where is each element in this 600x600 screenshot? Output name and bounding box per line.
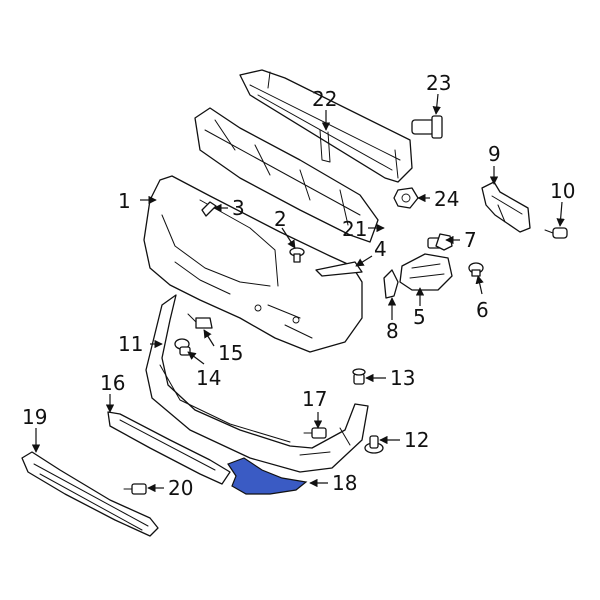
callout-14: 14 [196, 366, 221, 390]
part-13-clip[interactable] [352, 368, 366, 385]
callout-6: 6 [476, 298, 489, 322]
callout-18: 18 [332, 471, 357, 495]
callout-10: 10 [550, 179, 575, 203]
part-21-energy-absorber[interactable] [194, 107, 379, 243]
part-1-bumper-cover[interactable] [143, 175, 363, 353]
leader-lines [31, 93, 565, 493]
callout-13: 13 [390, 366, 415, 390]
callout-3: 3 [232, 196, 245, 220]
callout-17: 17 [302, 387, 327, 411]
part-8-deflector[interactable] [383, 269, 399, 299]
part-11-lower-valance[interactable] [145, 294, 369, 473]
part-23-bolt[interactable] [411, 115, 443, 139]
callout-11: 11 [118, 332, 143, 356]
part-9-bracket[interactable] [481, 181, 531, 233]
callout-1: 1 [118, 189, 131, 213]
callout-5: 5 [413, 305, 426, 329]
part-2-push-pin[interactable] [289, 247, 305, 263]
callout-20: 20 [168, 476, 193, 500]
callout-9: 9 [488, 142, 501, 166]
part-20-screw[interactable] [123, 483, 147, 495]
part-5-side-bracket[interactable] [399, 253, 453, 291]
callout-7: 7 [464, 228, 477, 252]
part-15-screw[interactable] [187, 313, 213, 329]
callout-12: 12 [404, 428, 429, 452]
callout-2: 2 [274, 207, 287, 231]
callout-labels: 1 3 2 4 5 6 7 8 9 10 11 12 13 14 15 16 1… [22, 71, 575, 500]
callout-21: 21 [342, 217, 367, 241]
part-19-grille-panel[interactable] [21, 451, 159, 537]
callout-8: 8 [386, 319, 399, 343]
part-4-retainer[interactable] [315, 261, 363, 277]
callout-4: 4 [374, 237, 387, 261]
part-7-bolt[interactable] [427, 233, 453, 251]
part-14-pin[interactable] [174, 338, 191, 356]
part-16-grille-strip[interactable] [107, 411, 231, 485]
part-10-screw[interactable] [544, 227, 568, 239]
callout-24: 24 [434, 187, 459, 211]
part-12-push-pin[interactable] [364, 435, 384, 454]
part-24-nut[interactable] [393, 187, 419, 209]
part-18-splash-shield[interactable] [227, 457, 308, 495]
callout-22: 22 [312, 87, 337, 111]
callout-15: 15 [218, 341, 243, 365]
part-17-screw[interactable] [303, 427, 327, 439]
callout-19: 19 [22, 405, 47, 429]
part-6-push-pin[interactable] [468, 262, 484, 277]
callout-23: 23 [426, 71, 451, 95]
callout-16: 16 [100, 371, 125, 395]
